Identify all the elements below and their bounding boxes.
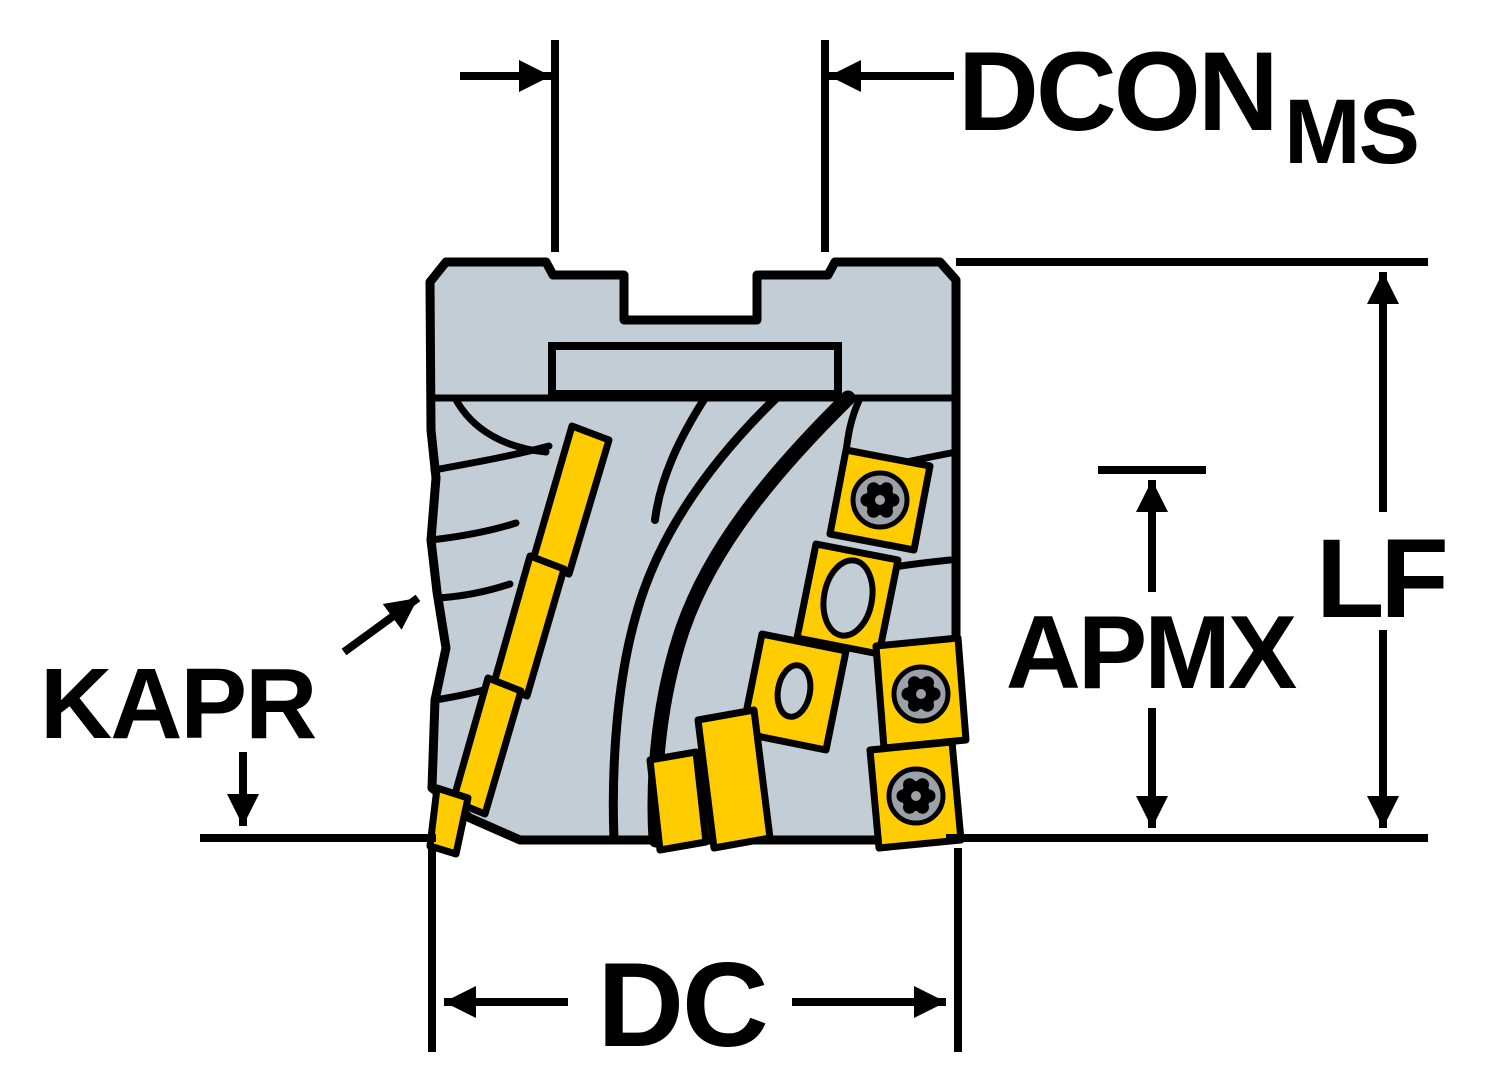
label-kapr: KAPR bbox=[40, 648, 316, 760]
flute-curve-inner bbox=[608, 393, 781, 845]
collar-step bbox=[548, 342, 842, 398]
insert-left-1 bbox=[529, 422, 613, 578]
screw-2 bbox=[894, 667, 948, 721]
insert-bottom-2 bbox=[646, 748, 710, 854]
flute-curve-top bbox=[651, 394, 709, 524]
label-dcon: DCON bbox=[958, 29, 1276, 154]
screw-3 bbox=[889, 769, 943, 823]
label-lf: LF bbox=[1316, 516, 1445, 641]
insert-bottom-1 bbox=[694, 706, 774, 852]
kapr-leader-arrow bbox=[341, 594, 421, 656]
insert-hole-oval bbox=[820, 557, 876, 639]
label-dcon-subscript: MS bbox=[1284, 81, 1418, 183]
label-apmx: APMX bbox=[1006, 595, 1297, 711]
label-dc: DC bbox=[597, 938, 766, 1072]
insert-left-3 bbox=[449, 674, 525, 818]
left-contour-3 bbox=[435, 580, 514, 602]
left-contour-2 bbox=[427, 519, 520, 544]
insert-left-tip bbox=[426, 784, 472, 858]
insert-left-2 bbox=[490, 552, 568, 700]
screw-1 bbox=[853, 473, 907, 527]
left-contour-1 bbox=[430, 442, 553, 474]
insert-hole-oval-small bbox=[774, 662, 814, 720]
